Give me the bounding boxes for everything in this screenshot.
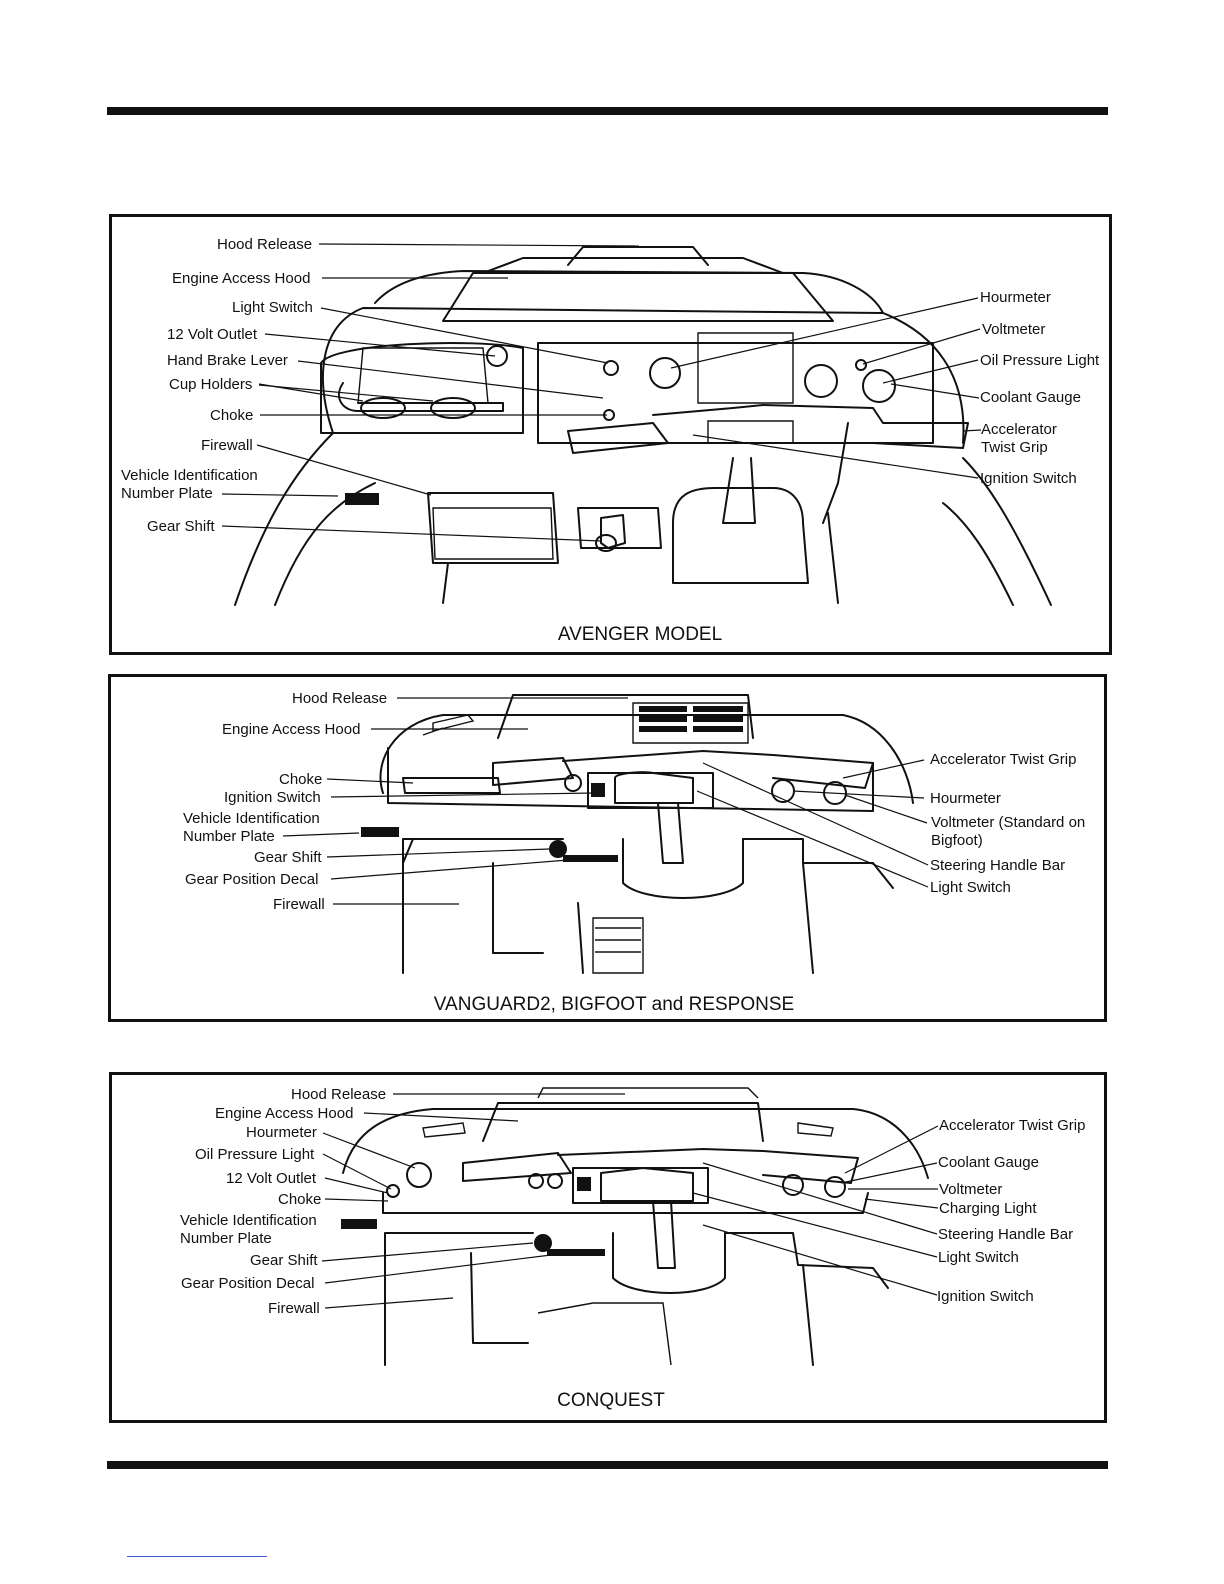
vanguard-label-hourmeter: Hourmeter [930,790,1001,807]
vanguard-label-voltmeter-line2: Bigfoot) [931,832,983,849]
avenger-label-vin-line2: Number Plate [121,485,213,502]
avenger-label-hourmeter: Hourmeter [980,289,1051,306]
vanguard-label-gear-position-decal: Gear Position Decal [185,871,318,888]
vanguard-label-hood-release: Hood Release [292,690,387,707]
avenger-label-coolant-gauge: Coolant Gauge [980,389,1081,406]
avenger-label-cup-holders: Cup Holders [169,376,252,393]
vanguard-vehicle-drawing [361,694,914,974]
conquest-label-gear-shift: Gear Shift [250,1252,318,1269]
vanguard-label-choke: Choke [279,771,322,788]
conquest-label-12-volt-outlet: 12 Volt Outlet [226,1170,317,1187]
vanguard-labels-right: Accelerator Twist Grip Hourmeter Voltmet… [930,751,1085,896]
conquest-label-vin-line2: Number Plate [180,1230,272,1247]
avenger-label-voltmeter: Voltmeter [982,321,1045,338]
vanguard-label-voltmeter-line1: Voltmeter (Standard on [931,814,1085,831]
conquest-label-vin-line1: Vehicle Identification [180,1212,317,1229]
avenger-label-accelerator: Accelerator [981,421,1057,438]
conquest-label-coolant-gauge: Coolant Gauge [938,1154,1039,1171]
panel-avenger: Hood Release Engine Access Hood Light Sw… [109,214,1112,655]
conquest-label-firewall: Firewall [268,1300,320,1317]
panel-conquest: Hood Release Engine Access Hood Hourmete… [109,1072,1107,1423]
vanguard-label-engine-access-hood: Engine Access Hood [222,721,360,738]
bottom-rule [107,1461,1108,1469]
avenger-label-hood-release: Hood Release [217,236,312,253]
vanguard-label-light-switch: Light Switch [930,879,1011,896]
vanguard-label-gear-shift: Gear Shift [254,849,322,866]
avenger-labels-right: Hourmeter Voltmeter Oil Pressure Light C… [980,289,1100,487]
conquest-label-steering-handle-bar: Steering Handle Bar [938,1226,1073,1243]
vanguard-label-vin-line2: Number Plate [183,828,275,845]
vanguard-label-steering-handle-bar: Steering Handle Bar [930,857,1065,874]
avenger-label-engine-access-hood: Engine Access Hood [172,270,310,287]
avenger-caption: AVENGER MODEL [558,624,722,645]
avenger-label-gear-shift: Gear Shift [147,518,215,535]
avenger-label-vin-line1: Vehicle Identification [121,467,258,484]
conquest-labels-right: Accelerator Twist Grip Coolant Gauge Vol… [937,1117,1085,1305]
conquest-label-hourmeter: Hourmeter [246,1124,317,1141]
conquest-label-light-switch: Light Switch [938,1249,1019,1266]
avenger-leader-lines [221,243,982,542]
avenger-diagram: Hood Release Engine Access Hood Light Sw… [121,236,1100,645]
avenger-label-twist-grip: Twist Grip [981,439,1048,456]
vanguard-leader-lines [282,697,929,905]
conquest-caption: CONQUEST [557,1390,665,1411]
vanguard-label-ignition-switch: Ignition Switch [224,789,321,806]
vanguard-caption: VANGUARD2, BIGFOOT and RESPONSE [434,994,794,1015]
avenger-label-hand-brake-lever: Hand Brake Lever [167,352,288,369]
conquest-label-choke: Choke [278,1191,321,1208]
conquest-label-voltmeter: Voltmeter [939,1181,1002,1198]
vanguard-labels-left: Hood Release Engine Access Hood Choke Ig… [183,690,387,913]
conquest-label-charging-light: Charging Light [939,1200,1037,1217]
top-rule [107,107,1108,115]
avenger-label-oil-pressure-light: Oil Pressure Light [980,352,1100,369]
avenger-label-ignition-switch: Ignition Switch [980,470,1077,487]
conquest-label-hood-release: Hood Release [291,1086,386,1103]
vanguard-label-vin-line1: Vehicle Identification [183,810,320,827]
conquest-label-ignition-switch: Ignition Switch [937,1288,1034,1305]
avenger-label-light-switch: Light Switch [232,299,313,316]
conquest-vehicle-drawing [341,1087,929,1366]
conquest-leader-lines [321,1093,939,1309]
avenger-label-firewall: Firewall [201,437,253,454]
footer-link-underline [127,1556,267,1557]
conquest-label-oil-pressure-light: Oil Pressure Light [195,1146,315,1163]
vanguard-label-firewall: Firewall [273,896,325,913]
vanguard-label-accelerator-twist-grip: Accelerator Twist Grip [930,751,1076,768]
conquest-label-accelerator-twist-grip: Accelerator Twist Grip [939,1117,1085,1134]
conquest-labels-left: Hood Release Engine Access Hood Hourmete… [180,1086,386,1317]
vanguard-diagram: Hood Release Engine Access Hood Choke Ig… [183,690,1085,1015]
avenger-label-12-volt-outlet: 12 Volt Outlet [167,326,258,343]
conquest-label-engine-access-hood: Engine Access Hood [215,1105,353,1122]
avenger-labels-left: Hood Release Engine Access Hood Light Sw… [121,236,313,535]
conquest-label-gear-position-decal: Gear Position Decal [181,1275,314,1292]
panel-vanguard: Hood Release Engine Access Hood Choke Ig… [108,674,1107,1022]
conquest-diagram: Hood Release Engine Access Hood Hourmete… [180,1086,1085,1411]
avenger-label-choke: Choke [210,407,253,424]
avenger-vehicle-drawing [234,246,1052,606]
